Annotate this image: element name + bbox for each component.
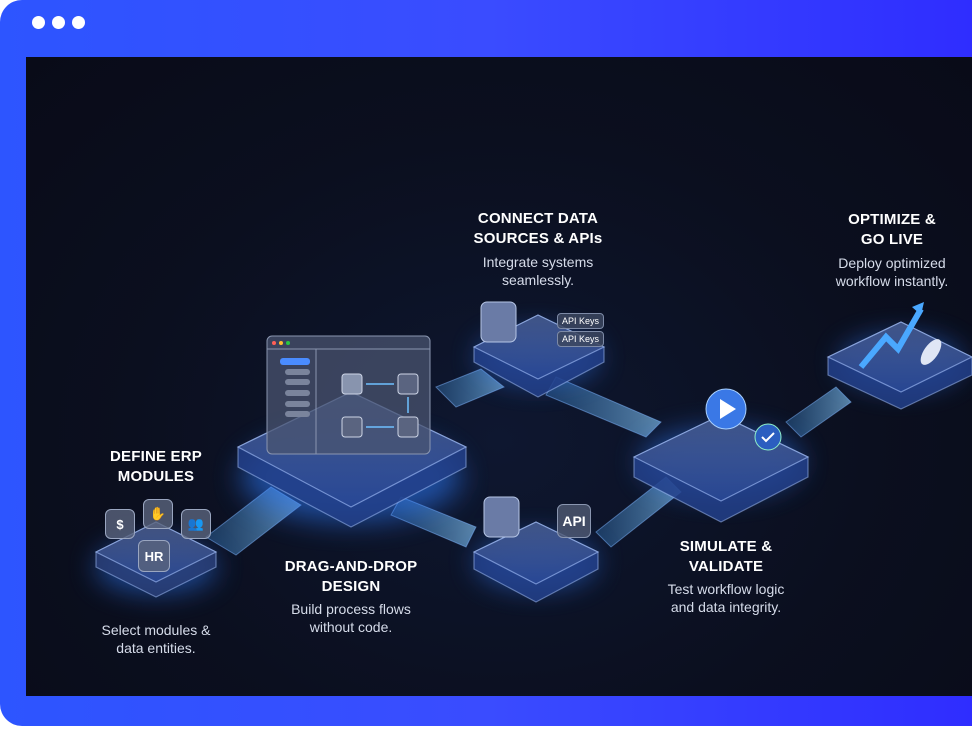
window-dot[interactable]	[52, 16, 65, 29]
window-dot[interactable]	[72, 16, 85, 29]
step-title-optimize: OPTIMIZE &GO LIVE	[848, 211, 936, 248]
workflow-diagram: $ ✋ 👥 HR API Keys API Keys API DEFINE ER…	[26, 57, 972, 696]
handshake-icon: ✋	[143, 499, 173, 529]
check-icon	[754, 423, 782, 451]
users-icon: 👥	[181, 509, 211, 539]
api-keys-chip: API Keys	[557, 313, 605, 329]
window-dot[interactable]	[32, 16, 45, 29]
api-keys-chip: API Keys	[557, 331, 605, 347]
api-chip: API	[557, 504, 591, 538]
diagram-artwork	[94, 301, 972, 603]
window-controls	[32, 16, 85, 29]
database-icon	[480, 301, 520, 538]
rocket-icon	[920, 339, 942, 365]
finance-icon: $	[105, 509, 135, 539]
design-window	[266, 335, 431, 455]
hr-icon: HR	[138, 540, 170, 572]
step-desc-define-erp: Select modules &data entities.	[101, 622, 211, 656]
step-title-simulate: SIMULATE &VALIDATE	[679, 538, 773, 575]
growth-arrow-icon	[858, 307, 924, 369]
